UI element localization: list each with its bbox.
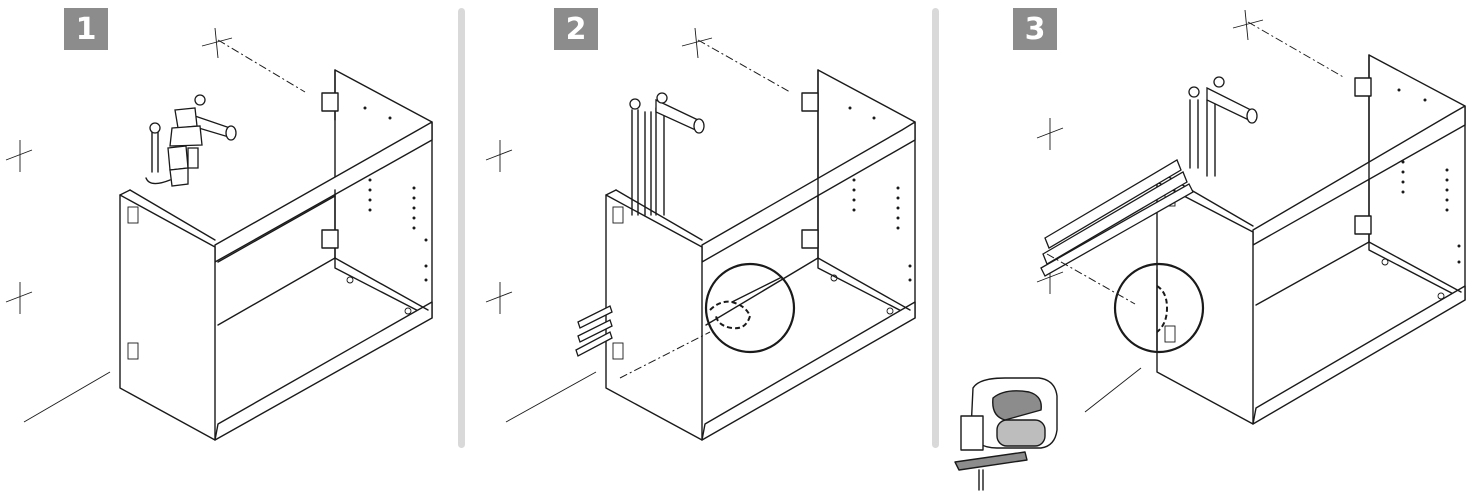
cabinet-cutout-illustration (485, 27, 916, 441)
cabinet-jigsaw-illustration (954, 9, 1466, 491)
water-pipes-icon (1040, 76, 1258, 305)
cutout-circle-icon (704, 262, 796, 354)
step-1-panel: 1 (0, 0, 460, 495)
water-pipes-icon (575, 92, 705, 357)
step-2-panel: 2 (470, 0, 930, 495)
drain-pipe-icon (145, 94, 237, 187)
cutout-circle-icon (1113, 262, 1205, 354)
jigsaw-icon (954, 377, 1058, 491)
panel-divider (932, 8, 939, 448)
cabinet-drain-illustration (5, 27, 433, 441)
cabinet-frame-icon (605, 69, 916, 441)
cabinet-frame-icon (119, 69, 433, 441)
step-number-badge: 2 (554, 8, 598, 50)
panel-divider (458, 8, 465, 448)
step-number-badge: 1 (64, 8, 108, 50)
cabinet-frame-icon (1156, 54, 1466, 425)
wall-marker-icon (485, 27, 713, 314)
step-3-panel: 3 (945, 0, 1479, 495)
wall-marker-icon (5, 27, 233, 314)
step-number-badge: 3 (1013, 8, 1057, 50)
wall-marker-icon (1036, 9, 1264, 294)
